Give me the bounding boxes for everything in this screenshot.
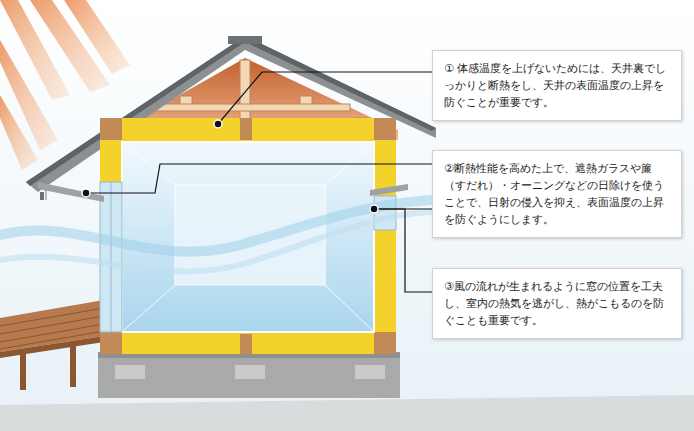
ground	[0, 395, 694, 431]
insulation	[100, 118, 396, 354]
room-perspective	[123, 143, 373, 331]
wood-posts	[100, 118, 396, 354]
callout-text: ③風の流れが生まれるように窓の位置を工夫し、室内の熱気を逃がし、熱がこもるのを防…	[444, 278, 670, 329]
callout-box: ③風の流れが生まれるように窓の位置を工夫し、室内の熱気を逃がし、熱がこもるのを防…	[432, 268, 682, 339]
callout-text: ① 体感温度を上げないためには、天井裏でしっかりと断熱をし、天井の表面温度の上昇…	[444, 60, 670, 111]
room	[122, 142, 374, 332]
leader-lines	[86, 72, 432, 292]
callout-text: ②断熱性能を高めた上で、遮熱ガラスや簾（すだれ）・オーニングなどの日除けを使うこ…	[444, 160, 670, 228]
foundation	[98, 352, 400, 398]
wind-flow	[0, 200, 430, 271]
callout-box: ②断熱性能を高めた上で、遮熱ガラスや簾（すだれ）・オーニングなどの日除けを使うこ…	[432, 150, 682, 238]
callout-box: ① 体感温度を上げないためには、天井裏でしっかりと断熱をし、天井の表面温度の上昇…	[432, 50, 682, 121]
wood-deck	[0, 300, 104, 390]
leader-dots	[82, 120, 378, 213]
